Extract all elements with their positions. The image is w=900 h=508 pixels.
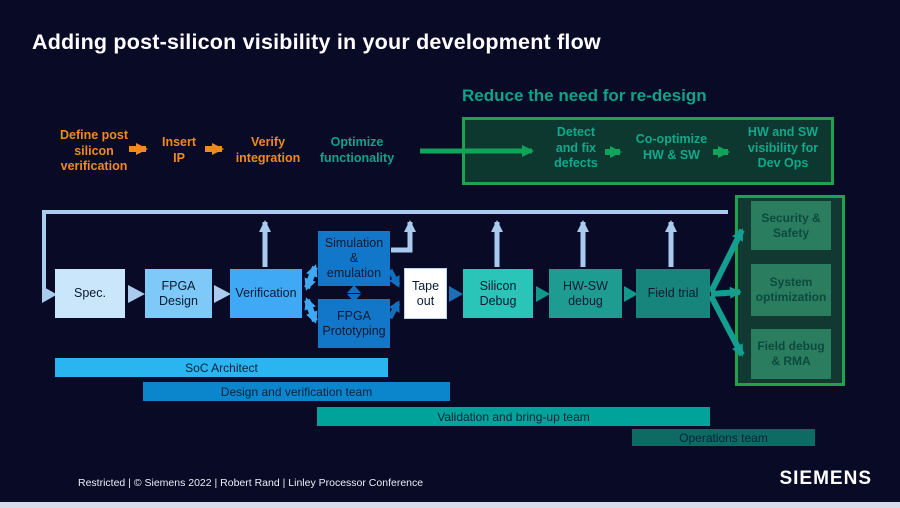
teambar-operations: Operations team bbox=[632, 429, 815, 446]
arrow-prototyping-to-tapeout bbox=[387, 300, 401, 320]
arrow-silicon-to-hwsw bbox=[536, 286, 550, 302]
flow-box-field-trial: Field trial bbox=[636, 269, 710, 318]
arrow-hwsw-to-field bbox=[624, 286, 638, 302]
teambar-validation-bringup: Validation and bring-up team bbox=[317, 407, 710, 426]
flow-box-verification: Verification bbox=[230, 269, 302, 318]
step-define-post-silicon-verification: Define post silicon verification bbox=[59, 128, 129, 174]
arrow-field-to-rma bbox=[708, 294, 745, 357]
outcome-field-debug-rma: Field debug & RMA bbox=[751, 329, 831, 379]
arrow-verification-prototyping bbox=[304, 297, 318, 324]
arrow-sim-proto-down bbox=[347, 294, 361, 302]
arrow-verification-simulation bbox=[304, 264, 318, 291]
arrow-field-to-system bbox=[710, 286, 742, 299]
arrow-sim-proto-up bbox=[347, 285, 361, 293]
arrow-fpga-to-verification bbox=[214, 285, 231, 303]
teambar-design-verification: Design and verification team bbox=[143, 382, 450, 401]
flow-box-fpga-design: FPGA Design bbox=[145, 269, 212, 318]
redesign-heading: Reduce the need for re-design bbox=[462, 86, 707, 105]
up-arrow-simulation bbox=[391, 220, 416, 253]
outcome-system-optimization: System optimization bbox=[751, 264, 831, 316]
step-insert-ip: Insert IP bbox=[161, 135, 197, 165]
feedback-line bbox=[42, 210, 728, 288]
redesign-step-detect-fix-defects: Detect and fix defects bbox=[554, 125, 598, 171]
step-optimize-functionality: Optimize functionality bbox=[319, 135, 395, 165]
feedback-arrowhead bbox=[42, 286, 57, 303]
flow-box-simulation-emulation: Simulation & emulation bbox=[318, 231, 390, 286]
flow-box-fpga-prototyping: FPGA Prototyping bbox=[318, 299, 390, 348]
flow-box-spec: Spec. bbox=[55, 269, 125, 318]
arrow-tapeout-to-silicon bbox=[449, 286, 463, 302]
flow-box-hw-sw-debug: HW-SW debug bbox=[549, 269, 622, 318]
flow-box-tape-out: Tape out bbox=[404, 268, 447, 319]
arrow-field-to-security bbox=[708, 228, 745, 294]
arrow-simulation-to-tapeout bbox=[387, 268, 401, 288]
flow-box-silicon-debug: Silicon Debug bbox=[463, 269, 533, 318]
page-title: Adding post-silicon visibility in your d… bbox=[32, 30, 601, 54]
redesign-step-co-optimize: Co-optimize HW & SW bbox=[635, 132, 708, 162]
step-verify-integration: Verify integration bbox=[235, 135, 301, 165]
siemens-logo: SIEMENS bbox=[779, 468, 872, 489]
footer-text: Restricted | © Siemens 2022 | Robert Ran… bbox=[78, 477, 424, 489]
bottom-strip bbox=[0, 502, 900, 508]
teambar-soc-architect: SoC Architect bbox=[55, 358, 388, 377]
redesign-step-hw-sw-visibility: HW and SW visibility for Dev Ops bbox=[747, 125, 819, 171]
arrow-spec-to-fpga bbox=[128, 285, 145, 303]
outcome-security-safety: Security & Safety bbox=[751, 201, 831, 250]
